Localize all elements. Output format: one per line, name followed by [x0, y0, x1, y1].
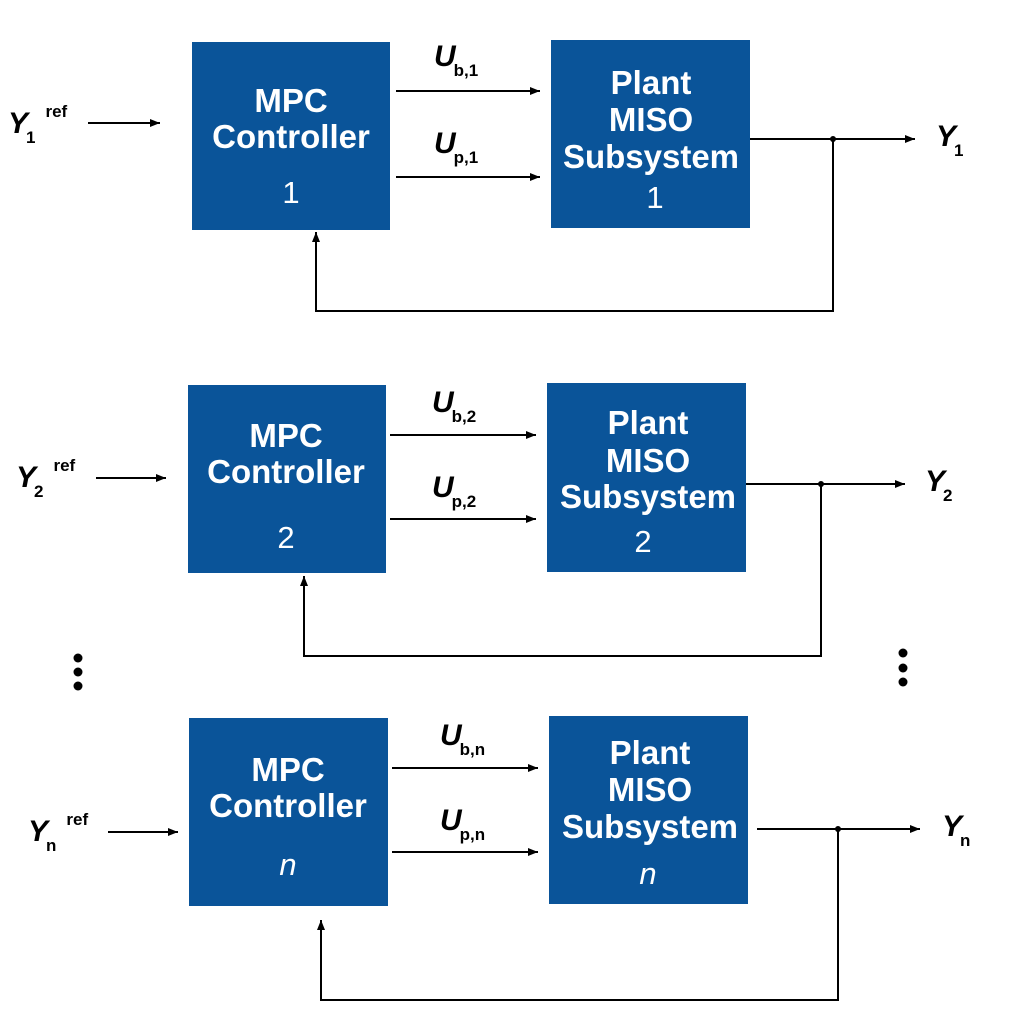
control-loop-n: MPC Controller n Plant MISO Subsystem n …	[28, 716, 970, 1001]
vertical-ellipsis-icon	[73, 653, 83, 691]
vertical-ellipsis-icon	[898, 648, 908, 687]
input-label-p-1: Up,1	[434, 127, 478, 167]
controller-index: 2	[277, 520, 294, 555]
plant-block-2	[547, 383, 746, 572]
output-label-1: Y1	[936, 120, 963, 160]
plant-title-line3: Subsystem	[563, 138, 739, 175]
plant-title-line3: Subsystem	[562, 808, 738, 845]
controller-index: 1	[282, 175, 299, 210]
controller-title-line2: Controller	[207, 453, 365, 490]
plant-block-n	[549, 716, 748, 904]
output-label-n: Yn	[942, 810, 970, 850]
plant-index: n	[639, 856, 656, 891]
output-label-2: Y2	[925, 465, 952, 505]
plant-title-line2: MISO	[606, 442, 690, 479]
controller-title-line1: MPC	[251, 751, 324, 788]
reference-label-n: Ynref	[28, 810, 88, 855]
plant-index: 2	[634, 524, 651, 559]
input-label-b-2: Ub,2	[432, 386, 476, 426]
input-label-p-n: Up,n	[440, 804, 485, 844]
input-label-b-n: Ub,n	[440, 719, 485, 759]
control-loop-2: MPC Controller 2 Plant MISO Subsystem 2 …	[16, 383, 952, 657]
plant-title-line2: MISO	[609, 101, 693, 138]
mpc-controller-block-n	[189, 718, 388, 906]
controller-title-line1: MPC	[254, 82, 327, 119]
plant-block-1	[551, 40, 750, 228]
feedback-path-n	[317, 829, 839, 1001]
reference-label-1: Y1ref	[8, 102, 68, 147]
plant-title-line1: Plant	[608, 404, 689, 441]
input-label-p-2: Up,2	[432, 471, 476, 511]
plant-title-line1: Plant	[611, 64, 692, 101]
control-loop-1: MPC Controller 1 Plant MISO Subsystem 1 …	[8, 40, 963, 312]
reference-label-2: Y2ref	[16, 456, 76, 501]
mpc-controller-block-1	[192, 42, 390, 230]
plant-title-line3: Subsystem	[560, 478, 736, 515]
plant-title-line2: MISO	[608, 771, 692, 808]
controller-title-line1: MPC	[249, 417, 322, 454]
feedback-path-1	[312, 139, 834, 312]
input-label-b-1: Ub,1	[434, 40, 478, 80]
feedback-path-2	[300, 484, 822, 657]
controller-title-line2: Controller	[209, 787, 367, 824]
controller-title-line2: Controller	[212, 118, 370, 155]
mpc-controller-block-2	[188, 385, 386, 573]
controller-index: n	[279, 847, 296, 882]
plant-title-line1: Plant	[610, 734, 691, 771]
plant-index: 1	[646, 180, 663, 215]
